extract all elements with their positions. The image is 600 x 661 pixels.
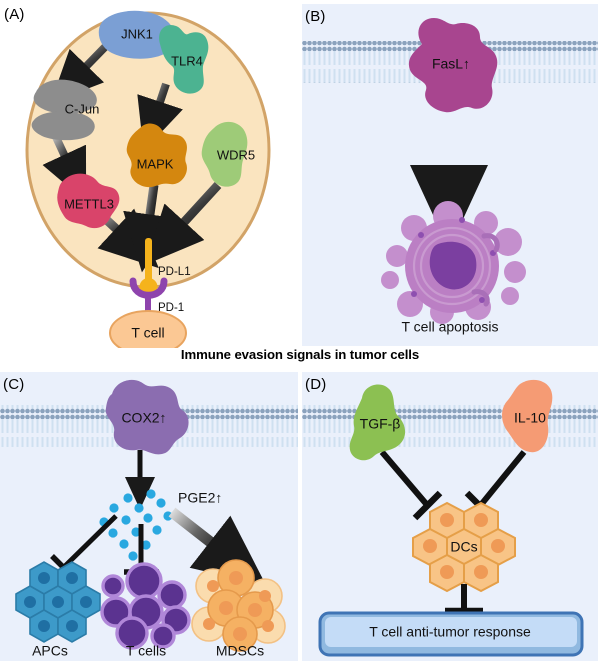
dcs-inhibits-response	[445, 584, 483, 615]
protein-mettl3-label: METTL3	[64, 196, 114, 211]
cell-cluster-mdscs	[191, 559, 286, 652]
tgfb-inhibits-dcs	[379, 450, 443, 521]
panel-b-letter: (B)	[305, 8, 326, 25]
pge2-activates-mdscs	[168, 507, 267, 586]
protein-jnk1-label: JNK1	[121, 26, 153, 41]
protein-jnk1	[98, 10, 176, 59]
panel-d: (D)	[302, 372, 598, 661]
protein-mapk-label: MAPK	[137, 156, 174, 171]
protein-wdr5-label: WDR5	[217, 147, 255, 162]
cell-cluster-apcs	[15, 561, 101, 643]
protein-mapk	[126, 123, 187, 188]
pd-1-label: PD-1	[158, 302, 184, 314]
protein-il-10	[502, 379, 553, 453]
cell-cluster-apcs-label: APCs	[32, 643, 68, 659]
outcome-box-label: T cell anti-tumor response	[369, 624, 531, 640]
panel-b-graphic: FasL↑	[302, 18, 598, 335]
cell-cluster-dcs	[412, 501, 516, 593]
protein-cox2-label: COX2↑	[121, 410, 166, 426]
protein-c-jun-label: C-Jun	[65, 101, 100, 116]
panel-c-graphic: COX2↑ PGE2↑	[0, 379, 298, 659]
panel-c: (C)	[0, 372, 298, 661]
protein-fasl-label: FasL↑	[432, 56, 470, 72]
panel-c-letter: (C)	[3, 376, 25, 393]
protein-c-jun	[31, 79, 97, 141]
panel-d-graphic: DCs TGF-β IL-10 T cell anti-tumor respon	[302, 379, 598, 657]
panel-a-letter: (A)	[4, 6, 25, 23]
protein-tlr4-label: TLR4	[171, 53, 203, 68]
protein-mettl3	[57, 173, 120, 229]
protein-wdr5	[201, 121, 248, 187]
outcome-box	[318, 611, 584, 657]
lipid-bilayer	[302, 405, 598, 447]
panel-a: (A)	[0, 0, 298, 348]
t-cell-apoptosis-caption: T cell apoptosis	[401, 319, 498, 335]
protein-cox2	[105, 379, 189, 455]
pge2-label: PGE2↑	[178, 490, 222, 506]
protein-tgf-beta-label: TGF-β	[360, 416, 401, 432]
apoptotic-t-cell	[381, 201, 526, 324]
panel-d-letter: (D)	[305, 376, 327, 393]
protein-il-10-label: IL-10	[514, 410, 546, 426]
t-cell-body	[109, 310, 187, 348]
cell-cluster-mdscs-label: MDSCs	[216, 643, 264, 659]
panel-a-graphic: PD-L1 PD-1 T cell JNK1 TLR4	[25, 10, 271, 348]
panel-b: (B)	[302, 4, 598, 346]
pge2-molecules	[99, 489, 173, 561]
protein-tlr4	[159, 24, 209, 94]
cell-cluster-t-cells-label: T cells	[126, 643, 166, 659]
protein-tgf-beta	[349, 384, 406, 461]
cell-cluster-t-cells	[100, 562, 191, 650]
t-cell-label: T cell	[131, 325, 164, 341]
center-title: Immune evasion signals in tumor cells	[180, 347, 420, 362]
protein-fasl	[408, 18, 498, 113]
pd-l1-label: PD-L1	[158, 266, 191, 278]
cell-cluster-dcs-label: DCs	[450, 539, 477, 555]
